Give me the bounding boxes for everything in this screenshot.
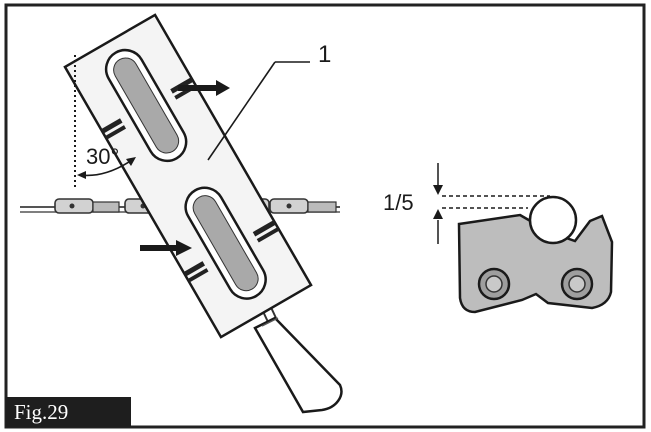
round-file — [528, 195, 578, 245]
callout-leader — [207, 61, 276, 161]
callout-number: 1 — [318, 41, 331, 68]
cutter-tooth — [457, 195, 614, 314]
depth-dimension — [433, 163, 550, 244]
figure-tag: Fig.29 — [6, 397, 131, 427]
arrow-right-icon — [140, 240, 192, 256]
angle-label: 30° — [86, 144, 119, 169]
depth-label: 1/5 — [383, 190, 414, 215]
arrow-down-icon — [433, 185, 443, 195]
arrow-right-icon — [178, 80, 230, 96]
angle-arc — [77, 157, 136, 179]
arrow-up-icon — [433, 209, 443, 219]
